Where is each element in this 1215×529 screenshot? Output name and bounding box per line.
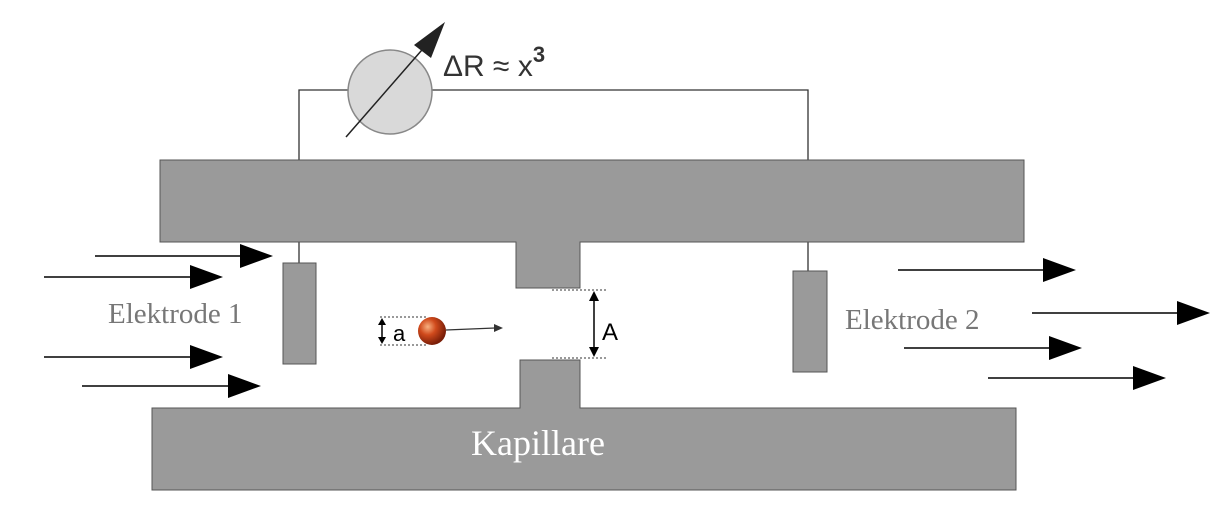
aperture-size-label: A bbox=[602, 319, 618, 346]
electrode-1-label: Elektrode 1 bbox=[108, 298, 242, 330]
outflow-arrows bbox=[898, 258, 1210, 390]
aperture-size-marker bbox=[552, 289, 608, 359]
particle-sphere-icon bbox=[418, 317, 446, 345]
particle-size-marker bbox=[378, 316, 428, 346]
electrode-2 bbox=[792, 270, 828, 373]
capillary-upper-wall bbox=[159, 159, 1025, 289]
particle-direction-arrow bbox=[445, 324, 503, 332]
formula-label: ΔR ≈ x3 bbox=[443, 42, 545, 83]
particle-size-label: a bbox=[393, 321, 406, 346]
capillary-lower-wall bbox=[151, 359, 1017, 491]
formula-exponent: 3 bbox=[533, 42, 545, 67]
resistance-meter-icon bbox=[345, 22, 445, 138]
inflow-arrows bbox=[44, 244, 273, 398]
electrode-1 bbox=[282, 262, 317, 365]
electrode-2-label: Elektrode 2 bbox=[845, 304, 979, 336]
capillary-label: Kapillare bbox=[471, 423, 605, 463]
